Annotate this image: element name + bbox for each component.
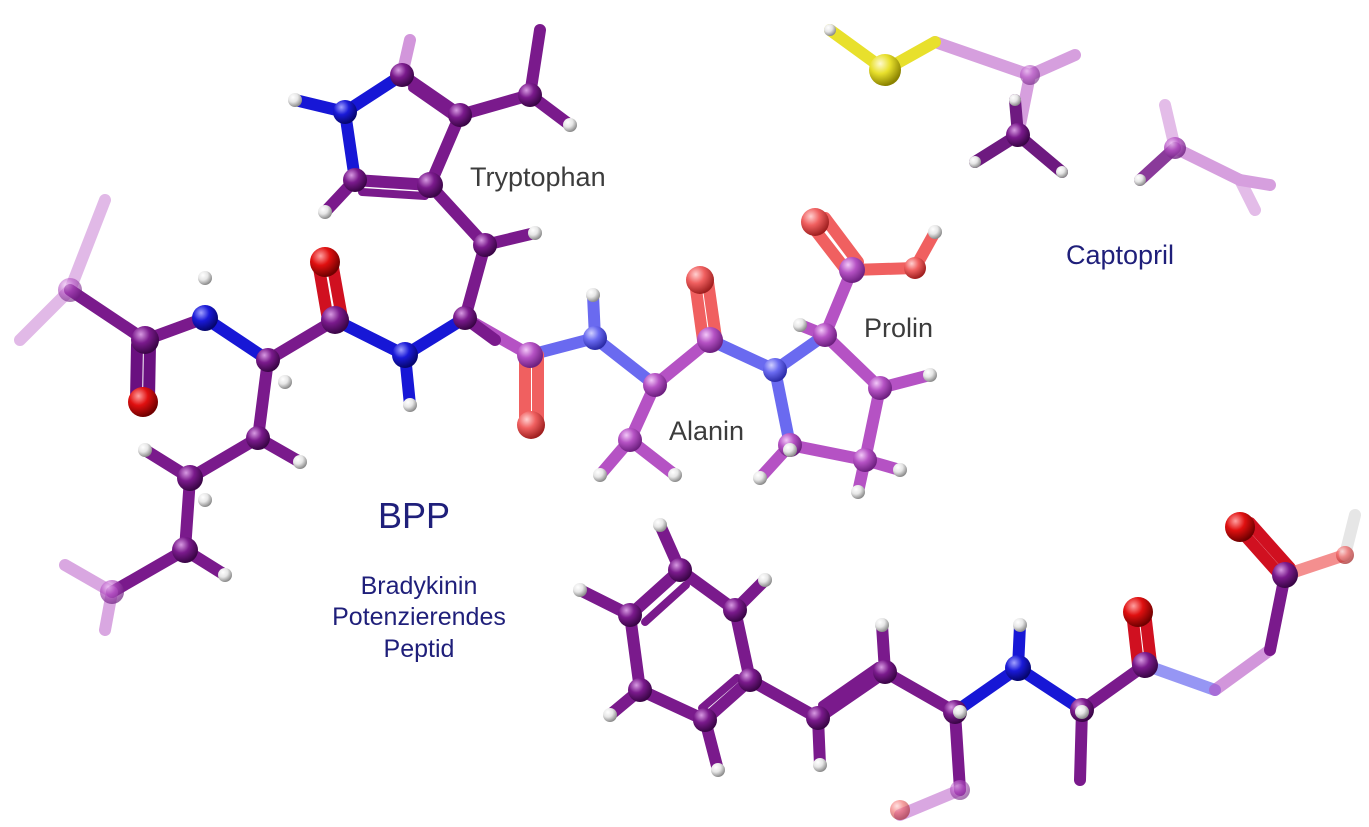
- tryptophan-label: Tryptophan: [470, 162, 606, 192]
- captopril-label: Captopril: [1066, 240, 1175, 270]
- bpp-full-name-line: Peptid: [383, 634, 455, 663]
- bpp-full-name: Bradykinin Potenzierendes Peptid: [300, 571, 538, 665]
- bpp-label: BPP: [378, 495, 451, 536]
- captopril-fragment: [929, 36, 1276, 216]
- prolin-label: Prolin: [864, 313, 934, 343]
- left-fragment: [14, 194, 211, 417]
- bottom-fragment: [573, 509, 1361, 821]
- bpp-backbone: [59, 24, 577, 636]
- alanin-label: Alanin: [669, 416, 745, 446]
- bpp-full-name-line: Potenzierendes: [332, 603, 506, 632]
- ala-pro-highlight: [517, 208, 942, 499]
- bpp-full-name-line: Bradykinin: [360, 572, 478, 600]
- captopril-visible: [824, 24, 1186, 186]
